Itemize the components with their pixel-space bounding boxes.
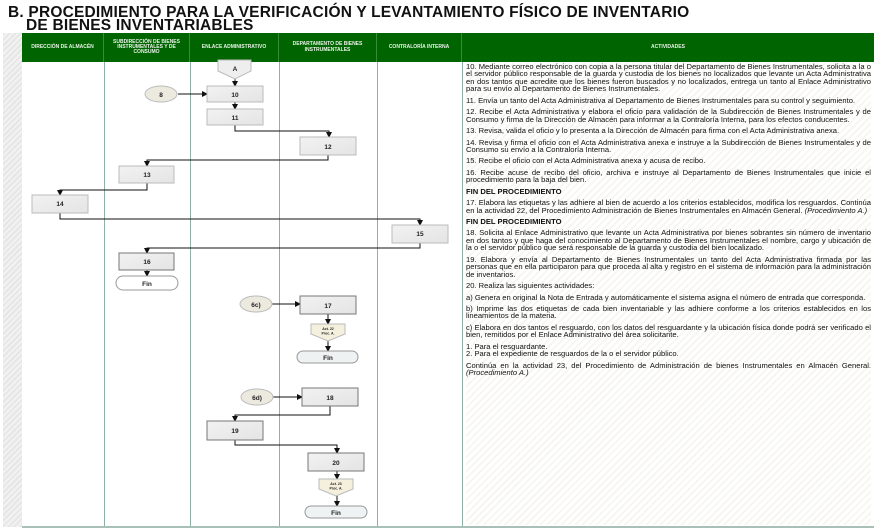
flow-connectors xyxy=(57,78,423,507)
continuation-text: Continúa en la actividad 23, del Procedi… xyxy=(466,360,871,370)
end-of-procedure: FIN DEL PROCEDIMIENTO xyxy=(466,186,562,196)
activity-16: 16. Recibe acuse de recibo del oficio, a… xyxy=(466,167,871,185)
lane-divider xyxy=(104,62,105,526)
svg-text:Act. 23: Act. 23 xyxy=(330,482,342,486)
step-14: 14 xyxy=(31,194,89,214)
fin-terminator: Fin xyxy=(296,350,359,364)
svg-text:Fin: Fin xyxy=(331,510,341,517)
col-enlace: ENLACE ADMINISTRATIVO xyxy=(190,33,279,62)
step-18: 18 xyxy=(301,387,359,407)
svg-text:14: 14 xyxy=(56,201,64,208)
svg-text:6d): 6d) xyxy=(252,395,262,402)
svg-text:6c): 6c) xyxy=(251,302,260,309)
svg-text:10: 10 xyxy=(231,92,239,99)
svg-text:12: 12 xyxy=(324,144,332,151)
step-19: 19 xyxy=(206,420,264,441)
ref-8: 8 xyxy=(144,85,178,103)
svg-text:Fin: Fin xyxy=(142,281,152,288)
svg-text:11: 11 xyxy=(232,115,239,122)
page-title-line2: DE BIENES INVENTARIABLES xyxy=(26,17,254,34)
procedure-reference: (Procedimiento A.) xyxy=(804,205,868,215)
continuation: Continúa en la actividad 23, del Procedi… xyxy=(466,360,871,377)
svg-text:16: 16 xyxy=(143,259,151,266)
procedure-reference: (Procedimiento A.) xyxy=(466,368,529,377)
activity-17: 17. Elabora las etiquetas y las adhiere … xyxy=(466,199,871,214)
col-direccion-almacen: DIRECCIÓN DE ALMACÉN xyxy=(22,33,104,62)
svg-text:19: 19 xyxy=(231,428,239,435)
step-20: 20 xyxy=(307,452,365,472)
col-actividades: ACTIVIDADES xyxy=(651,43,685,50)
col-subdireccion: SUBDIRECCIÓN DE BIENES INSTRUMENTALES Y … xyxy=(104,33,190,62)
activity-10: 10. Mediante correo electrónico con copi… xyxy=(466,62,871,94)
lane-divider xyxy=(279,62,280,526)
svg-text:18: 18 xyxy=(326,395,334,402)
svg-text:Act. 22: Act. 22 xyxy=(322,327,334,331)
end-of-procedure: FIN DEL PROCEDIMIENTO xyxy=(466,217,562,226)
svg-text:13: 13 xyxy=(143,172,151,179)
activity-18: 18. Solicita al Enlace Administrativo qu… xyxy=(466,228,871,253)
col-departamento: DEPARTAMENTO DE BIENES INSTRUMENTALES xyxy=(279,33,377,62)
svg-text:15: 15 xyxy=(416,231,424,238)
fin-terminator: Fin xyxy=(115,275,179,291)
lane-divider xyxy=(377,62,378,526)
activity-19: 19. Elabora y envía al Departamento de B… xyxy=(466,254,871,279)
activity-12: 12. Recibe el Acta Administrativa y elab… xyxy=(466,107,871,124)
step-12: 12 xyxy=(299,136,357,156)
activity-15: 15. Recibe el oficio con el Acta Adminis… xyxy=(466,156,706,166)
activity-20a: a) Genera en original la Nota de Entrada… xyxy=(466,292,866,302)
step-15: 15 xyxy=(391,224,449,244)
step-13: 13 xyxy=(118,165,175,184)
fin-terminator: Fin xyxy=(304,505,368,519)
copy-1: 1. Para el resguardante. xyxy=(466,341,548,351)
lane-divider xyxy=(462,62,463,526)
lane-divider xyxy=(190,62,191,526)
activity-14: 14. Revisa y firma el oficio con el Acta… xyxy=(466,137,871,154)
activity-20c: c) Elabora en dos tantos el resguardo, c… xyxy=(466,322,871,340)
svg-text:Proc. A.: Proc. A. xyxy=(321,332,334,336)
ref-6d: 6d) xyxy=(240,388,274,406)
table-header: DIRECCIÓN DE ALMACÉN SUBDIRECCIÓN DE BIE… xyxy=(22,33,874,62)
svg-text:Fin: Fin xyxy=(323,355,333,362)
activity-20: 20. Realiza las siguientes actividades: xyxy=(466,281,595,291)
step-11: 11 xyxy=(206,108,264,126)
svg-text:Proc. A.: Proc. A. xyxy=(329,487,342,491)
step-17: 17 xyxy=(299,295,357,315)
copy-2: 2. Para el expediente de resguardos de l… xyxy=(466,349,679,359)
ref-6c: 6c) xyxy=(239,295,273,313)
activities-column: 10. Mediante correo electrónico con copi… xyxy=(466,63,871,525)
page-title: B. PROCEDIMIENTO PARA LA VERIFICACIÓN Y … xyxy=(8,4,690,21)
activity-17-text: 17. Elabora las etiquetas y las adhiere … xyxy=(466,198,871,215)
step-16: 16 xyxy=(118,252,175,271)
svg-text:17: 17 xyxy=(324,303,332,310)
svg-text:8: 8 xyxy=(159,92,163,99)
svg-text:20: 20 xyxy=(332,460,340,467)
activity-20b: b) Imprime las dos etiquetas de cada bie… xyxy=(466,303,871,321)
activity-13: 13. Revisa, valida el oficio y lo presen… xyxy=(466,126,840,136)
step-10: 10 xyxy=(206,85,264,103)
svg-text:A: A xyxy=(233,66,238,73)
col-contraloria: CONTRALORÍA INTERNA xyxy=(377,33,462,62)
activity-11: 11. Envía un tanto del Acta Administrati… xyxy=(466,95,856,105)
connector-a: A xyxy=(217,59,252,80)
